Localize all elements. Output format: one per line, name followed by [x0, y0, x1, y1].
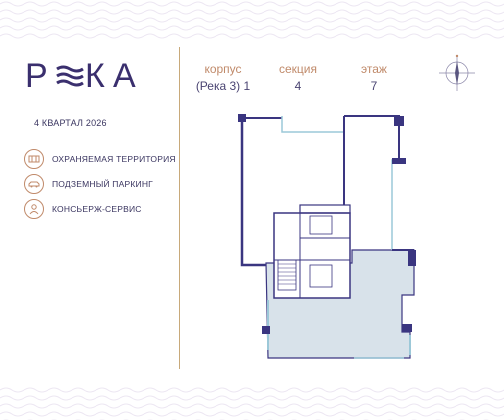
korpus-label: корпус [204, 62, 242, 76]
brand-logo: Р К А [25, 58, 145, 94]
section-label: секция [279, 62, 317, 76]
completion-date: 4 КВАРТАЛ 2026 [34, 118, 107, 128]
feature-concierge: КОНСЬЕРЖ-СЕРВИС [24, 199, 142, 219]
wave-pattern-bottom [0, 386, 504, 420]
feature-parking: ПОДЗЕМНЫЙ ПАРКИНГ [24, 174, 153, 194]
car-icon [24, 174, 44, 194]
concierge-icon [24, 199, 44, 219]
logo-letter-k: К [85, 57, 105, 95]
fence-icon [24, 149, 44, 169]
section-value: 4 [294, 79, 302, 93]
logo-letter-a: А [113, 57, 136, 95]
feature-security: ОХРАНЯЕМАЯ ТЕРРИТОРИЯ [24, 149, 176, 169]
korpus-value: (Река 3) 1 [195, 79, 251, 93]
logo-letter-r: Р [25, 57, 48, 95]
feature-label: КОНСЬЕРЖ-СЕРВИС [52, 204, 142, 214]
compass-icon [439, 54, 475, 91]
floor-plan [238, 114, 416, 359]
vertical-divider [179, 47, 180, 369]
feature-label: ОХРАНЯЕМАЯ ТЕРРИТОРИЯ [52, 154, 176, 164]
floor-label: этаж [361, 62, 387, 76]
logo-wave-e [56, 65, 84, 87]
feature-label: ПОДЗЕМНЫЙ ПАРКИНГ [52, 179, 153, 189]
floor-value: 7 [370, 79, 378, 93]
wave-pattern-top [0, 0, 504, 40]
